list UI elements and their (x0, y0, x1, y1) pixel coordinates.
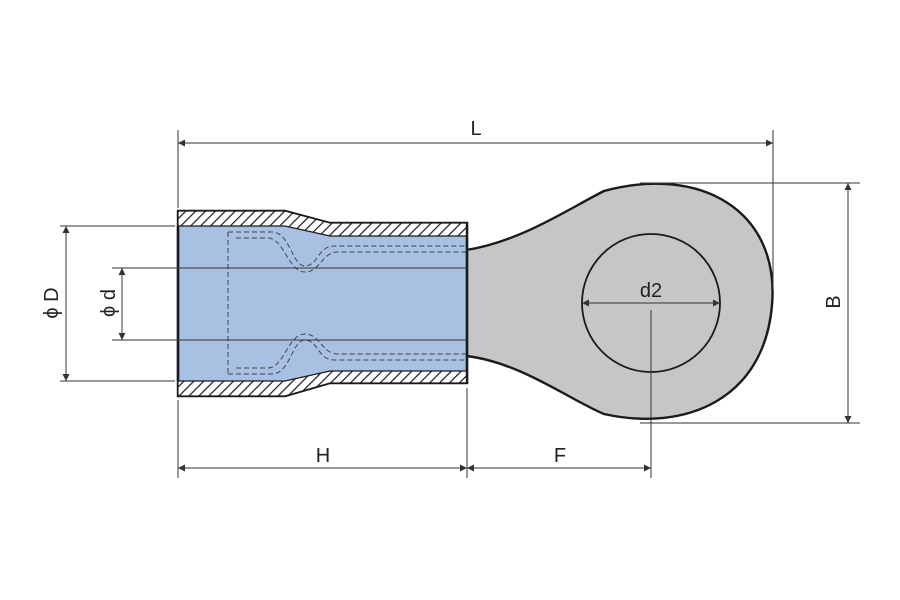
dimension-labels: L H F d2 B ϕ D ϕ d (41, 118, 845, 467)
dimension-lines (62, 139, 852, 472)
extension-lines (60, 130, 860, 478)
ring-terminal-metal (464, 182, 774, 420)
label-B: B (823, 295, 845, 308)
label-d: ϕ d (98, 289, 120, 317)
label-L: L (470, 118, 481, 140)
sleeve-body (176, 209, 469, 398)
label-D: ϕ D (41, 287, 63, 318)
label-F: F (554, 445, 566, 467)
label-d2: d2 (640, 280, 662, 302)
hidden-barrel-lines (227, 231, 466, 375)
insulation-sleeve (176, 209, 469, 398)
label-H: H (316, 445, 330, 467)
